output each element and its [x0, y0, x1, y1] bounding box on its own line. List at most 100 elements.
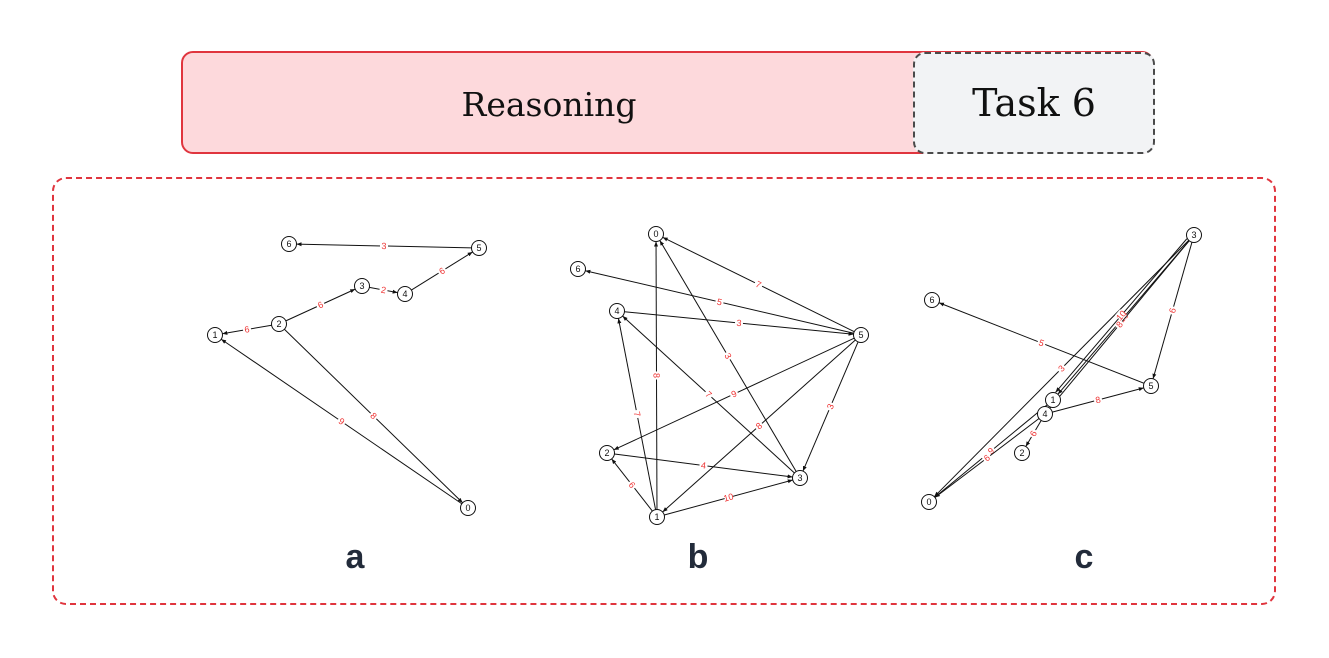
edge-weight-bg	[379, 240, 389, 251]
node-1	[1045, 392, 1061, 408]
edge-weight-1-2: 6	[627, 480, 638, 490]
edge-weight-2-0: 8	[368, 411, 379, 422]
node-6	[281, 236, 297, 252]
edge-weight-bg	[1036, 336, 1048, 349]
edge-weight-4-5: 8	[1094, 395, 1101, 406]
edge-weight-bg	[980, 451, 993, 464]
edge-weight-bg	[824, 400, 836, 412]
edge-weight-3-0: 3	[1056, 363, 1067, 374]
node-label-6: 6	[929, 295, 934, 305]
edge-weight-bg	[1114, 309, 1127, 322]
edge-weight-3-0: 3	[722, 351, 733, 360]
edge-weight-1-4: 7	[632, 411, 643, 418]
graph-c-label: c	[1074, 538, 1094, 576]
edge-weight-bg	[1027, 427, 1039, 439]
node-label-5: 5	[858, 330, 863, 340]
edge-weight-bg	[335, 415, 348, 428]
category-title: Reasoning	[461, 85, 637, 124]
node-2	[271, 316, 287, 332]
edge-weight-2-3: 4	[700, 460, 706, 471]
node-label-1: 1	[1050, 395, 1055, 405]
node-label-5: 5	[1148, 381, 1153, 391]
edge-weight-bg	[367, 409, 380, 422]
node-label-4: 4	[1042, 409, 1047, 419]
node-0	[921, 494, 937, 510]
edge-weight-1-0: 8	[651, 373, 661, 378]
edge-weight-bg	[314, 298, 326, 311]
node-1	[649, 509, 665, 525]
node-4	[609, 303, 625, 319]
edge-weight-bg	[1092, 394, 1103, 405]
node-label-1: 1	[212, 330, 217, 340]
edge-weight-5-6: 5	[716, 297, 723, 308]
edge-weight-bg	[632, 409, 643, 419]
graph-a-label: a	[345, 538, 365, 576]
edge-weight-bg	[1166, 305, 1178, 316]
edge-weight-3-4: 7	[703, 389, 713, 400]
edge-weight-3-4: 2	[380, 285, 387, 296]
node-1	[207, 327, 223, 343]
edge-weight-bg	[702, 388, 715, 401]
edge-weight-bg	[984, 444, 997, 457]
edge-weight-2-1: 6	[244, 324, 251, 335]
edge-weight-bg	[699, 460, 709, 470]
edge-weight-5-3: 3	[825, 402, 836, 411]
node-label-3: 3	[797, 473, 802, 483]
edge-weight-3-5: 6	[1167, 307, 1178, 315]
edge-weight-4-5: 6	[437, 265, 447, 276]
node-6	[924, 292, 940, 308]
node-5	[471, 240, 487, 256]
edge-weight-4-0: 6	[982, 453, 992, 464]
node-label-1: 1	[654, 512, 659, 522]
edge-weight-bg	[734, 317, 744, 328]
edge-weight-4-2: 6	[1028, 429, 1039, 438]
edge-weight-5-6: 5	[1037, 337, 1045, 348]
node-3	[354, 278, 370, 294]
node-label-0: 0	[926, 497, 931, 507]
node-4	[1037, 406, 1053, 422]
node-label-2: 2	[1019, 448, 1024, 458]
node-label-0: 0	[465, 503, 470, 513]
node-4	[397, 286, 413, 302]
graph-b-label: b	[687, 538, 709, 576]
node-0	[648, 226, 664, 242]
node-label-6: 6	[575, 264, 580, 274]
node-label-6: 6	[286, 239, 291, 249]
node-label-2: 2	[604, 448, 609, 458]
edge-weight-5-6: 3	[381, 241, 386, 251]
node-3	[792, 470, 808, 486]
node-label-5: 5	[476, 243, 481, 253]
edge-weight-bg	[626, 478, 639, 491]
edge-weight-bg	[652, 371, 662, 380]
edge-weight-bg	[723, 491, 734, 503]
task-tag: Task 6	[913, 52, 1155, 154]
edge-weight-bg	[242, 323, 252, 335]
edge-weight-1-0: 9	[986, 446, 996, 457]
edge-weight-bg	[752, 419, 765, 432]
edge-weight-bg	[378, 284, 389, 295]
graph-c: 6583108109660123456	[921, 227, 1202, 510]
edge-weight-bg	[728, 387, 740, 400]
edge-weight-bg	[753, 278, 765, 290]
edge-weight-bg	[435, 264, 448, 277]
edge-weight-5-2: 9	[730, 388, 739, 399]
node-label-0: 0	[653, 229, 658, 239]
node-3	[1186, 227, 1202, 243]
edge-weight-3-4: 8	[1114, 319, 1125, 329]
node-0	[460, 500, 476, 516]
node-5	[1143, 378, 1159, 394]
edge-weight-5-0: 7	[754, 279, 763, 290]
node-label-2: 2	[276, 319, 281, 329]
node-5	[853, 327, 869, 343]
node-2	[599, 445, 615, 461]
edge-weight-bg	[1055, 362, 1068, 375]
edge-weight-4-5: 3	[736, 318, 742, 328]
edge-weight-5-1: 8	[754, 421, 764, 432]
edge-weight-bg	[722, 350, 735, 362]
node-label-3: 3	[1191, 230, 1196, 240]
node-6	[570, 261, 586, 277]
edge-weight-3-1: 10	[1114, 308, 1128, 322]
